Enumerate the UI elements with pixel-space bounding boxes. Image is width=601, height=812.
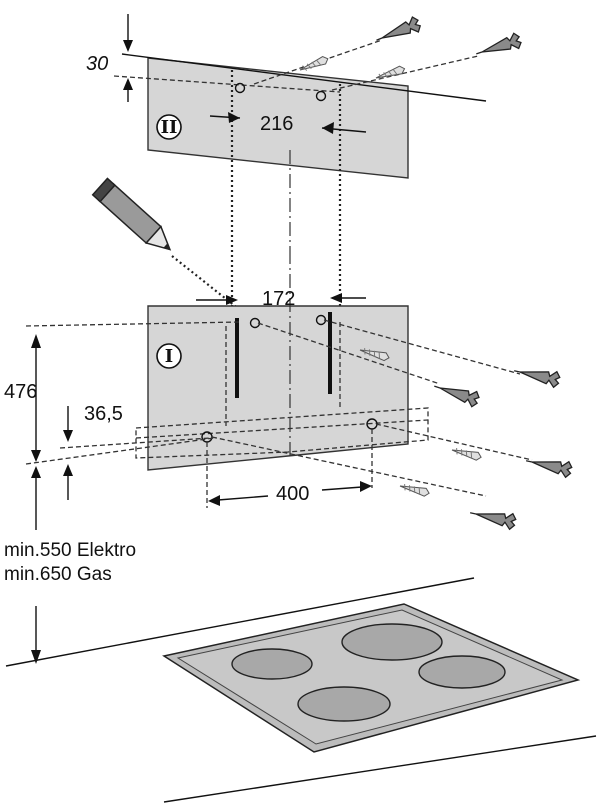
upper-hole-left [234,82,246,94]
upper-hole-right [315,90,327,102]
countertop-with-hob [5,577,597,803]
burner [341,623,443,661]
burner [297,686,391,722]
wall-plug-icon [511,362,562,389]
wall-plug-icon [372,14,423,49]
upper-wall-plugs [253,14,524,91]
dim-36-5: 36,5 [84,403,123,425]
min-elektro-note: min.550 Elektro [4,540,136,561]
pencil-mark-line [171,255,251,319]
left-dimensions: 476 36,5 [4,321,241,664]
burner [418,655,506,689]
screw-icon [298,54,330,75]
burner [231,648,313,680]
wall-plug-icon [523,452,574,479]
dim-476: 476 [4,381,37,403]
min-gas-note: min.650 Gas [4,564,112,585]
wall-plug-icon [431,377,482,409]
dim-30: 30 [86,53,108,75]
dim-216: 216 [260,113,293,135]
wall-plug-icon [467,504,518,531]
screw-icon [398,481,431,498]
screw-icon [450,445,483,462]
lower-bracket-label: I [165,346,173,367]
upper-bracket: II 216 30 [86,14,487,320]
lower-bracket: 172 I 400 [135,250,429,508]
dim-172: 172 [262,288,295,310]
pencil-icon [91,177,172,251]
upper-bracket-label: II [161,117,178,138]
wall-plug-icon [473,31,524,63]
lower-wall-plugs [211,319,574,531]
dim-400: 400 [276,483,309,505]
